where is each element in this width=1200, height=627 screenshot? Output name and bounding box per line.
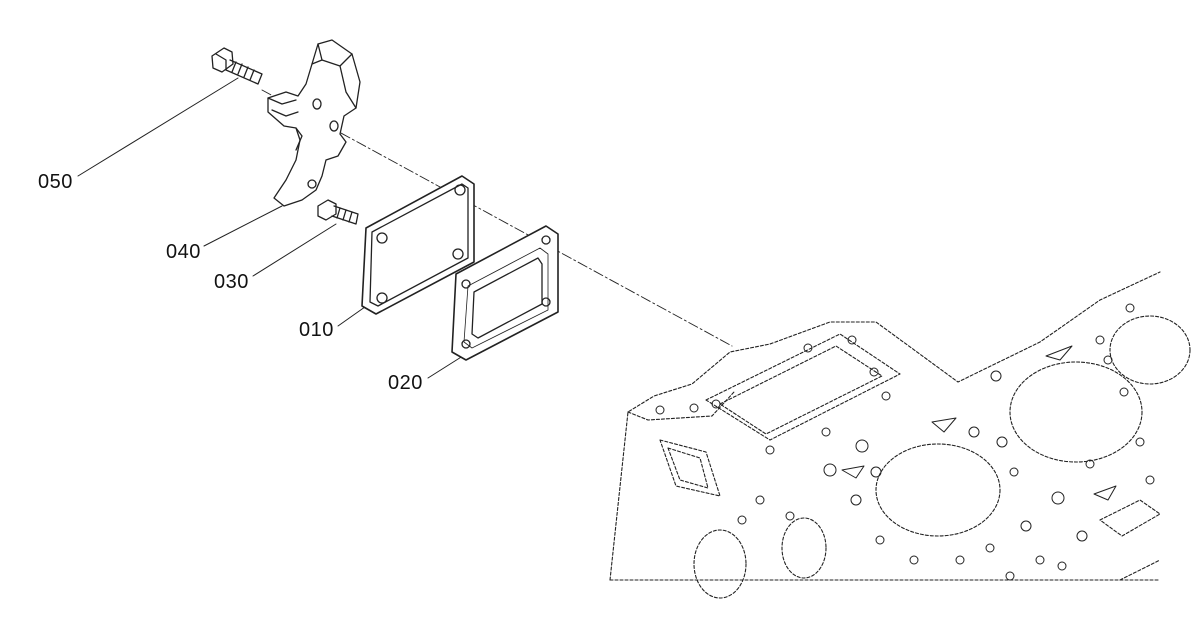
part-number-030: 030 <box>214 271 249 293</box>
leader-line-050 <box>77 77 239 177</box>
part-number-040: 040 <box>166 241 201 263</box>
bolt-030-icon <box>317 199 359 225</box>
leader-line-040 <box>203 205 283 247</box>
part-number-020: 020 <box>388 372 423 394</box>
part-number-050: 050 <box>38 171 73 193</box>
engine-block-holes <box>655 303 1155 581</box>
bracket-040-icon <box>267 39 361 207</box>
cover-plate-010-icon <box>361 175 475 315</box>
engine-block-icon <box>609 271 1191 599</box>
bolt-050-icon <box>211 47 263 85</box>
assembly-axis <box>261 89 733 347</box>
part-number-010: 010 <box>299 319 334 341</box>
gasket-020-icon <box>451 225 559 361</box>
leader-line-030 <box>252 223 337 277</box>
leader-line-020 <box>427 353 467 379</box>
leader-lines <box>77 77 467 379</box>
